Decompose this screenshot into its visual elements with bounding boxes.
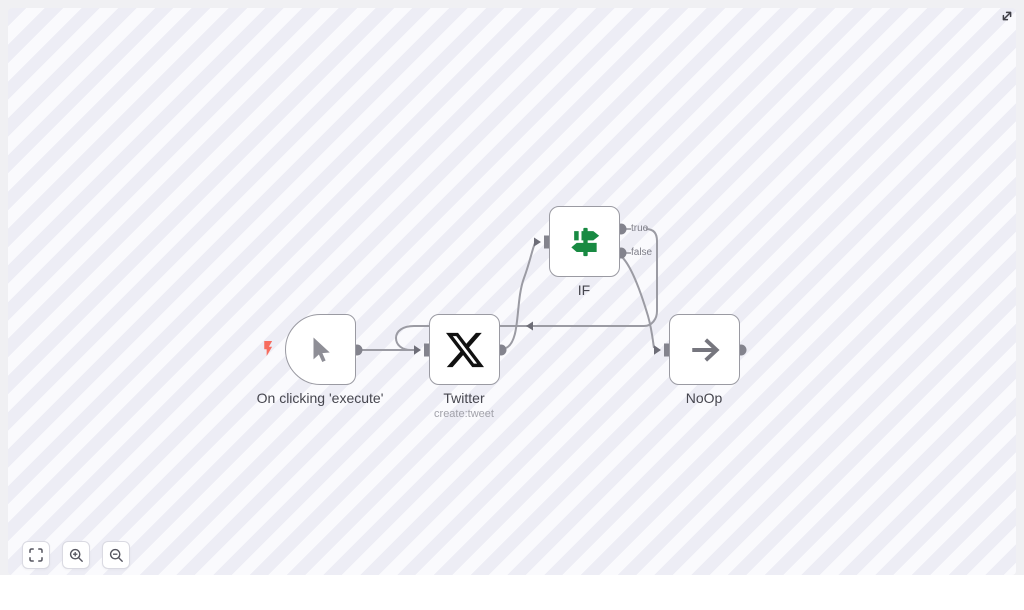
fit-view-icon [29,548,43,562]
canvas-controls [22,541,130,569]
magnifier-plus-icon [69,548,83,562]
cursor-pointer-icon [313,337,330,362]
expand-canvas-button[interactable] [998,7,1016,25]
node-twitter[interactable] [429,314,500,385]
node-label-twitter: Twitter [443,390,485,406]
x-logo-icon [445,332,484,367]
fit-view-button[interactable] [22,541,50,569]
trigger-bolt-icon [264,341,273,356]
expand-diagonal-icon [1002,11,1012,21]
node-if[interactable] [549,206,620,277]
if-output-label-true: true [631,223,649,234]
node-label-trigger: On clicking 'execute' [256,390,384,406]
if-output-label-false: false [631,247,653,258]
zoom-out-button[interactable] [102,541,130,569]
arrow-right-icon [691,337,720,362]
node-trigger[interactable] [285,314,356,385]
node-noop[interactable] [669,314,740,385]
node-sublabel-twitter: create:tweet [434,408,494,420]
zoom-in-button[interactable] [62,541,90,569]
signpost-icon [570,227,599,256]
magnifier-minus-icon [109,548,123,562]
node-label-if: IF [577,282,591,298]
node-label-noop: NoOp [685,390,723,406]
bottom-margin [0,575,1024,610]
